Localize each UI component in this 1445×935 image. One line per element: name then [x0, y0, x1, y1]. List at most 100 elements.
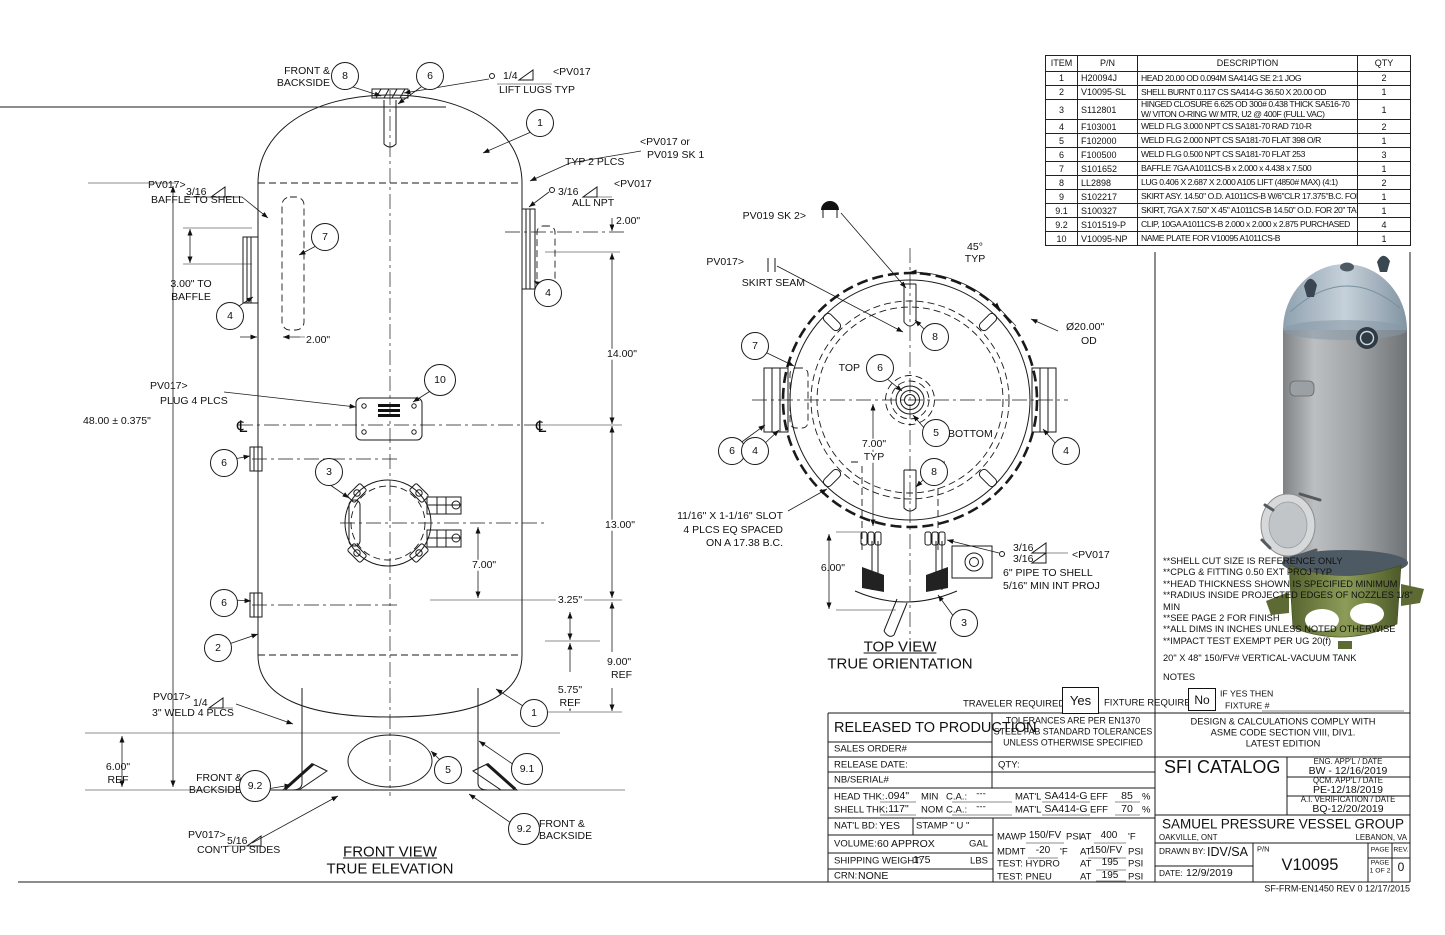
drawing-label: 14.00": [605, 347, 640, 360]
drawn-by-label: DRAWN BY:: [1159, 845, 1206, 856]
test-hydro-psi: PSI: [1128, 858, 1144, 870]
bom-header-qty: QTY: [1357, 55, 1411, 72]
drawing-label: 1/4: [193, 696, 208, 709]
bom-cell-qty: 1: [1357, 231, 1411, 247]
bom-cell-item: 9: [1045, 189, 1078, 205]
drawing-label: PV019 SK 1: [647, 148, 705, 161]
drawing-label: 5/16: [227, 834, 248, 847]
bom-cell-desc: WELD FLG 0.500 NPT CS SA181-70 FLAT 253: [1137, 147, 1358, 163]
drawing-label: REF: [107, 773, 129, 786]
drawing-label: 45°: [967, 240, 983, 253]
crn-value: NONE: [858, 869, 889, 882]
volume-label: VOLUME:: [834, 838, 877, 850]
mawp-at: AT: [1080, 831, 1092, 843]
drawing-label: 2.00": [614, 214, 643, 227]
bom-cell-desc: WELD FLG 2.000 NPT CS SA181-70 FLAT 398 …: [1137, 133, 1358, 149]
drawing-label: <PV017: [614, 177, 652, 190]
bom-cell-item: 5: [1045, 133, 1078, 149]
head-thk-value: .094": [884, 789, 910, 802]
bom-cell-pn: H20094J: [1077, 71, 1138, 86]
test-pneu-label: TEST: PNEU: [997, 871, 1052, 883]
bom-cell-desc: LUG 0.406 X 2.687 X 2.000 A105 LIFT (485…: [1137, 175, 1358, 191]
drawing-label: REF: [557, 696, 583, 709]
rev-header: REV.: [1393, 846, 1409, 854]
bom-cell-pn: F102000: [1077, 133, 1138, 149]
item-balloon-10: 10: [424, 364, 456, 396]
if-yes-label: IF YES THEN: [1220, 688, 1274, 699]
bom-cell-pn: F100500: [1077, 147, 1138, 163]
item-balloon-8: 8: [331, 62, 359, 90]
top-view-title: TOP VIEW: [863, 638, 937, 656]
tolerance-line-3: UNLESS OTHERWISE SPECIFIED: [1003, 737, 1143, 748]
bom-cell-pn: S102217: [1077, 189, 1138, 205]
drawn-by-value: IDV/SA: [1207, 844, 1248, 859]
design-line-1: DESIGN & CALCULATIONS COMPLY WITH: [1190, 716, 1376, 727]
ca-value-1: ---: [976, 788, 986, 800]
item-balloon-9.2: 9.2: [239, 770, 271, 802]
drawing-label: ALL NPT: [572, 196, 615, 209]
page-header: PAGE: [1370, 846, 1390, 854]
bom-cell-pn: S112801: [1077, 98, 1138, 121]
drawing-label: TYP 2 PLCS: [565, 155, 625, 168]
bom-cell-pn: S101652: [1077, 161, 1138, 177]
vessel-3d-render: [1260, 255, 1424, 649]
title-block-lines: [827, 710, 1410, 882]
item-balloon-2: 2: [204, 634, 232, 662]
bom-cell-qty: 1: [1357, 203, 1411, 219]
test-pneu-value: 195: [1101, 870, 1119, 881]
date-label: DATE:: [1159, 867, 1183, 878]
drawing-label: 5/16" MIN INT PROJ: [1003, 579, 1100, 592]
stamp-label: STAMP " U ": [916, 820, 970, 832]
sales-order-label: SALES ORDER#: [834, 743, 907, 755]
bom-cell-pn: S101519-P: [1077, 217, 1138, 233]
drawing-label: 3.25": [555, 593, 585, 606]
drawing-label: 13.00": [603, 518, 638, 531]
drawing-label: 2.00": [306, 333, 331, 346]
bom-cell-qty: 2: [1357, 175, 1411, 191]
matl-label-2: MAT'L: [1015, 804, 1042, 816]
drawing-label: Ø20.00": [1066, 320, 1105, 333]
item-balloon-1: 1: [526, 109, 554, 137]
item-balloon-5: 5: [434, 756, 462, 784]
mdmt-f: 'F: [1060, 846, 1068, 858]
drawing-label: FRONT &: [196, 771, 242, 784]
bom-cell-pn: V10095-SL: [1077, 85, 1138, 100]
nb-serial-label: NB/SERIAL#: [834, 774, 889, 786]
bom-cell-desc: HEAD 20.00 OD 0.094M SA414G SE 2:1 JOG: [1137, 71, 1358, 86]
item-balloon-9.1: 9.1: [511, 753, 543, 785]
test-pneu-at: AT: [1080, 871, 1092, 883]
note-line: **ALL DIMS IN INCHES UNLESS NOTED OTHERW…: [1163, 624, 1396, 635]
drawing-label: FRONT &: [284, 64, 330, 77]
test-hydro-at: AT: [1080, 858, 1092, 870]
drawing-label: ℄: [237, 419, 248, 436]
bom-cell-qty: 1: [1357, 85, 1411, 100]
pn-label: P/N: [1257, 844, 1270, 854]
test-hydro-label: TEST: HYDRO: [997, 858, 1060, 870]
item-balloon-8: 8: [921, 323, 949, 351]
drawing-label: 3/16: [1013, 541, 1034, 554]
bom-cell-desc: SKIRT ASY. 14.50" O.D. A1011CS-B W/6"CLR…: [1137, 189, 1358, 205]
shell-thk-value: .117": [885, 802, 909, 815]
bom-cell-desc: CLIP, 10GA A1011CS-B 2.000 x 2.000 x 2.8…: [1137, 217, 1358, 233]
bom-cell-qty: 1: [1357, 98, 1411, 121]
natl-bd-value: YES: [879, 819, 901, 832]
item-balloon-6: 6: [210, 449, 238, 477]
ai-verification-label: A.I. VERIFICATION / DATE: [1300, 795, 1396, 805]
drawing-label: 7.00": [859, 437, 889, 450]
front-view-subtitle: TRUE ELEVATION: [326, 860, 454, 878]
eff-value-2: 70: [1121, 802, 1133, 815]
head-thk-label: HEAD THK:: [834, 791, 885, 803]
bom-cell-desc: BAFFLE 7GA A1011CS-B x 2.000 x 4.438 x 7…: [1137, 161, 1358, 177]
drawing-label: BOTTOM: [948, 427, 993, 440]
bom-cell-desc: HINGED CLOSURE 6.625 OD 300# 0.438 THICK…: [1137, 98, 1358, 121]
bom-cell-pn: LL2898: [1077, 175, 1138, 191]
